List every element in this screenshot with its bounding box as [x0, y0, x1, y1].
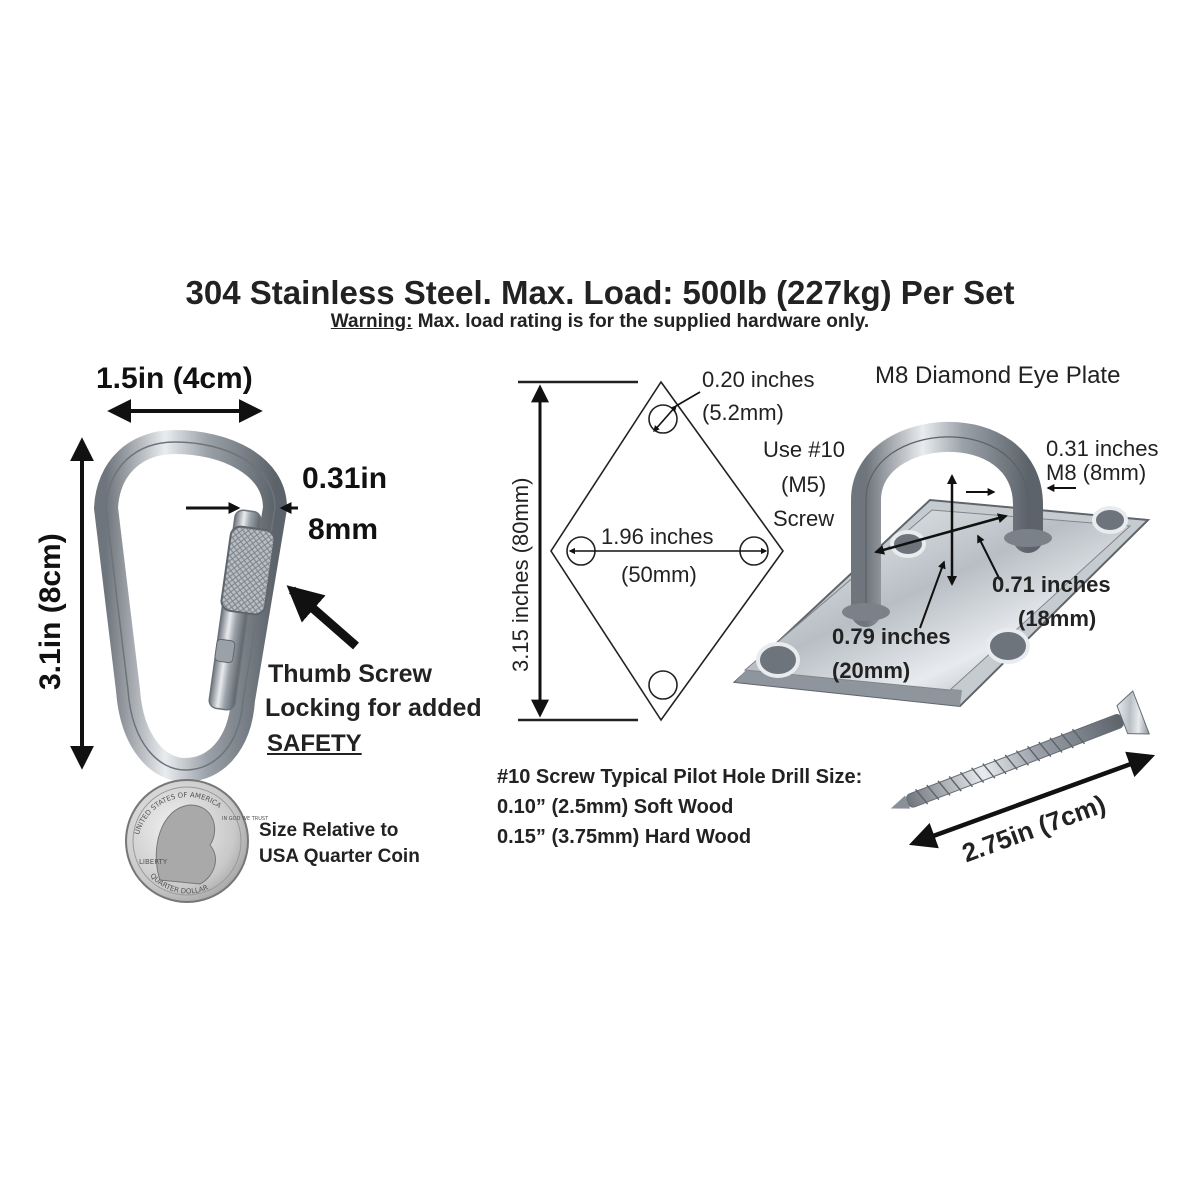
eye-width-in: 0.79 inches: [832, 624, 951, 649]
eye-height-mm: (18mm): [1018, 606, 1097, 631]
hole-diameter-arrow: [653, 405, 677, 432]
hole-diameter-mm: (5.2mm): [702, 400, 784, 425]
eye-width-pointer: [919, 560, 946, 629]
eye-width-mm: (20mm): [832, 658, 911, 683]
carabiner-height-label: 3.1in (8cm): [34, 533, 67, 690]
diamond-height-label: 3.15 inches (80mm): [508, 477, 533, 672]
carabiner-icon: [94, 430, 287, 782]
coin-liberty: LIBERTY: [139, 858, 168, 866]
diamond-schematic: [518, 380, 784, 722]
pilot-hole-title: #10 Screw Typical Pilot Hole Drill Size:: [497, 766, 863, 788]
lock-text-line1: Thumb Screw: [268, 660, 432, 688]
quarter-coin-icon: LIBERTY IN GOD WE TRUST UNITED STATES OF…: [125, 779, 269, 903]
screw-use-line3: Screw: [773, 506, 835, 531]
hole-diameter-in: 0.20 inches: [702, 367, 815, 392]
screw-icon: [890, 690, 1150, 809]
screw-use-line1: Use #10: [763, 437, 845, 462]
wire-diameter-in: 0.31in: [302, 462, 388, 495]
eye-wire-in: 0.31 inches: [1046, 436, 1159, 461]
headline-title: 304 Stainless Steel. Max. Load: 500lb (2…: [185, 274, 1015, 311]
screw-use-line2: (M5): [781, 472, 827, 497]
thumb-screw-arrow: [286, 585, 359, 650]
warning-text: Max. load rating is for the supplied har…: [412, 311, 870, 332]
coin-motto: IN GOD WE TRUST: [222, 816, 269, 822]
pilot-hole-hard: 0.15” (3.75mm) Hard Wood: [497, 826, 752, 848]
screw-length-arrow: [908, 751, 1156, 849]
eye-plate-icon: [732, 421, 1151, 708]
eye-height-in: 0.71 inches: [992, 572, 1111, 597]
lock-text-line2: Locking for added: [265, 694, 482, 722]
lock-text-safety: SAFETY: [267, 730, 362, 757]
warning-label: Warning:: [330, 311, 413, 332]
warning-note: Warning: Max. load rating is for the sup…: [0, 311, 1200, 333]
coin-caption-line2: USA Quarter Coin: [259, 846, 420, 867]
diamond-width-mm: (50mm): [621, 562, 697, 587]
eye-width-arrow: [874, 513, 1008, 555]
eye-height-pointer: [977, 534, 1001, 581]
wire-diameter-mm: 8mm: [308, 513, 379, 546]
coin-caption-line1: Size Relative to: [259, 820, 399, 841]
pilot-hole-soft: 0.10” (2.5mm) Soft Wood: [497, 796, 734, 818]
carabiner-width-label: 1.5in (4cm): [96, 362, 253, 395]
eye-plate-title: M8 Diamond Eye Plate: [875, 362, 1121, 389]
diamond-width-in: 1.96 inches: [601, 524, 714, 549]
eye-wire-mm: M8 (8mm): [1046, 460, 1147, 485]
